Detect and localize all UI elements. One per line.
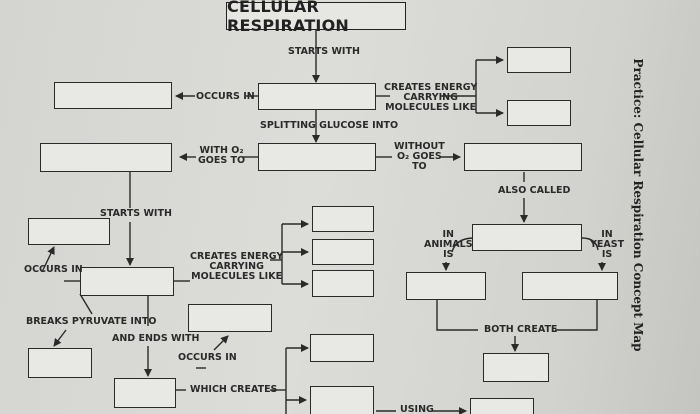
label-in-animals: IN ANIMALS IS [424,229,473,260]
answer-box-both-create[interactable] [483,353,549,382]
answer-box-energy-mid-1[interactable] [312,206,374,232]
label-occurs-in-low: OCCURS IN [178,352,237,363]
label-occurs-in-mid: OCCURS IN [24,264,83,275]
label-with-o2: WITH O₂ GOES TO [198,145,246,166]
answer-box-energy-mid-3[interactable] [312,270,374,297]
side-title: Practice: Cellular Respiration Concept M… [631,58,645,352]
answer-box-energy-mid-2[interactable] [312,239,374,265]
answer-box-in-yeast[interactable] [522,272,618,300]
label-starts-with-top: STARTS WITH [288,46,360,57]
answer-box-occurs-in-low[interactable] [188,304,272,332]
answer-box-energy-2[interactable] [507,100,571,126]
answer-box-which-creates-2[interactable] [310,386,374,414]
answer-box-which-creates-1[interactable] [310,334,374,362]
answer-box-without-o2[interactable] [464,143,582,171]
label-starts-with-mid: STARTS WITH [100,208,172,219]
label-both-create: BOTH CREATE [484,324,558,335]
answer-box-glucose[interactable] [258,83,376,110]
label-breaks-pyruvate: BREAKS PYRUVATE INTO [26,316,157,327]
answer-box-also-called[interactable] [472,224,582,251]
answer-box-energy-1[interactable] [507,47,571,73]
label-creates-energy-top: CREATES ENERGY CARRYING MOLECULES LIKE [384,82,478,113]
answer-box-pyruvate[interactable] [258,143,376,171]
label-creates-energy-mid: CREATES ENERGY CARRYING MOLECULES LIKE [190,251,284,282]
answer-box-with-o2[interactable] [40,143,172,172]
answer-box-breaks-pyruvate[interactable] [28,348,92,378]
label-which-creates: WHICH CREATES [190,384,278,395]
answer-box-using[interactable] [470,398,534,414]
answer-box-starts-with-mid[interactable] [80,267,174,296]
label-in-yeast: IN YEAST IS [590,229,625,260]
label-and-ends-with: AND ENDS WITH [112,333,200,344]
label-without-o2: WITHOUT O₂ GOES TO [394,141,445,172]
label-occurs-in-top: OCCURS IN [196,91,255,102]
answer-box-occurs-in-mid[interactable] [28,218,110,245]
answer-box-ends-with[interactable] [114,378,176,408]
label-also-called: ALSO CALLED [498,185,571,196]
page-title: CELLULAR RESPIRATION [226,0,406,35]
label-using: USING [400,404,434,414]
answer-box-in-animals[interactable] [406,272,486,300]
label-splitting-glucose: SPLITTING GLUCOSE INTO [260,120,399,131]
answer-box-occurs-in-top[interactable] [54,82,172,109]
